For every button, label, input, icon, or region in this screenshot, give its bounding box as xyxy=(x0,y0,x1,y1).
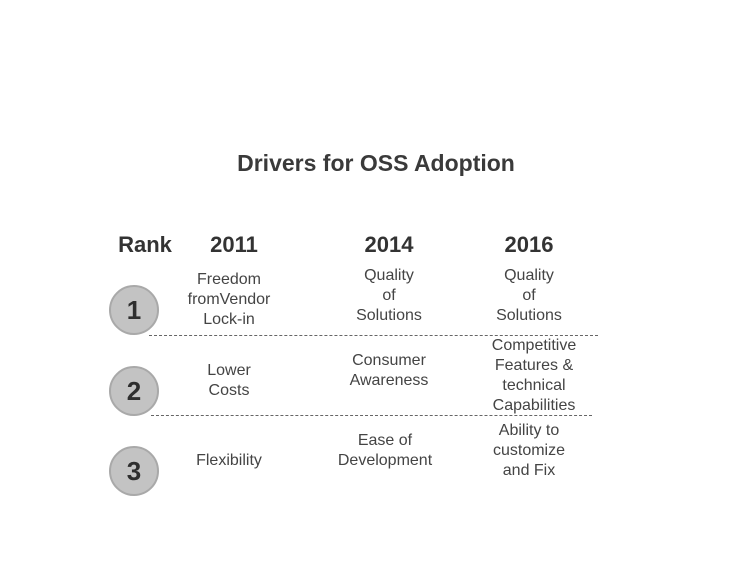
rank-2-2014-cell: Consumer Awareness xyxy=(349,352,429,389)
rank-header: Rank xyxy=(118,232,172,257)
year-2016-header: 2016 xyxy=(504,232,554,257)
rank-2-2016-cell: Competitive Features & technical Capabil… xyxy=(491,337,577,414)
rank-2-2011-cell: Lower Costs xyxy=(207,362,251,399)
diagram-title: Drivers for OSS Adoption xyxy=(237,150,515,176)
rank-3-2014-cell: Ease of Development xyxy=(337,432,433,469)
rank-3-badge: 3 xyxy=(109,446,159,496)
row-divider-2 xyxy=(151,415,592,416)
rank-3-2011-cell: Flexibility xyxy=(196,452,262,469)
rank-1-2016-cell: Quality of Solutions xyxy=(496,267,562,324)
row-divider-1 xyxy=(149,335,598,336)
year-2011-header: 2011 xyxy=(210,232,258,257)
rank-1-2011-cell: Freedom fromVendor Lock-in xyxy=(187,271,271,328)
rank-2-badge: 2 xyxy=(109,366,159,416)
rank-1-2014-cell: Quality of Solutions xyxy=(356,267,422,324)
year-2014-header: 2014 xyxy=(364,232,414,257)
rank-1-badge: 1 xyxy=(109,285,159,335)
rank-3-2016-cell: Ability to customize and Fix xyxy=(492,422,566,479)
